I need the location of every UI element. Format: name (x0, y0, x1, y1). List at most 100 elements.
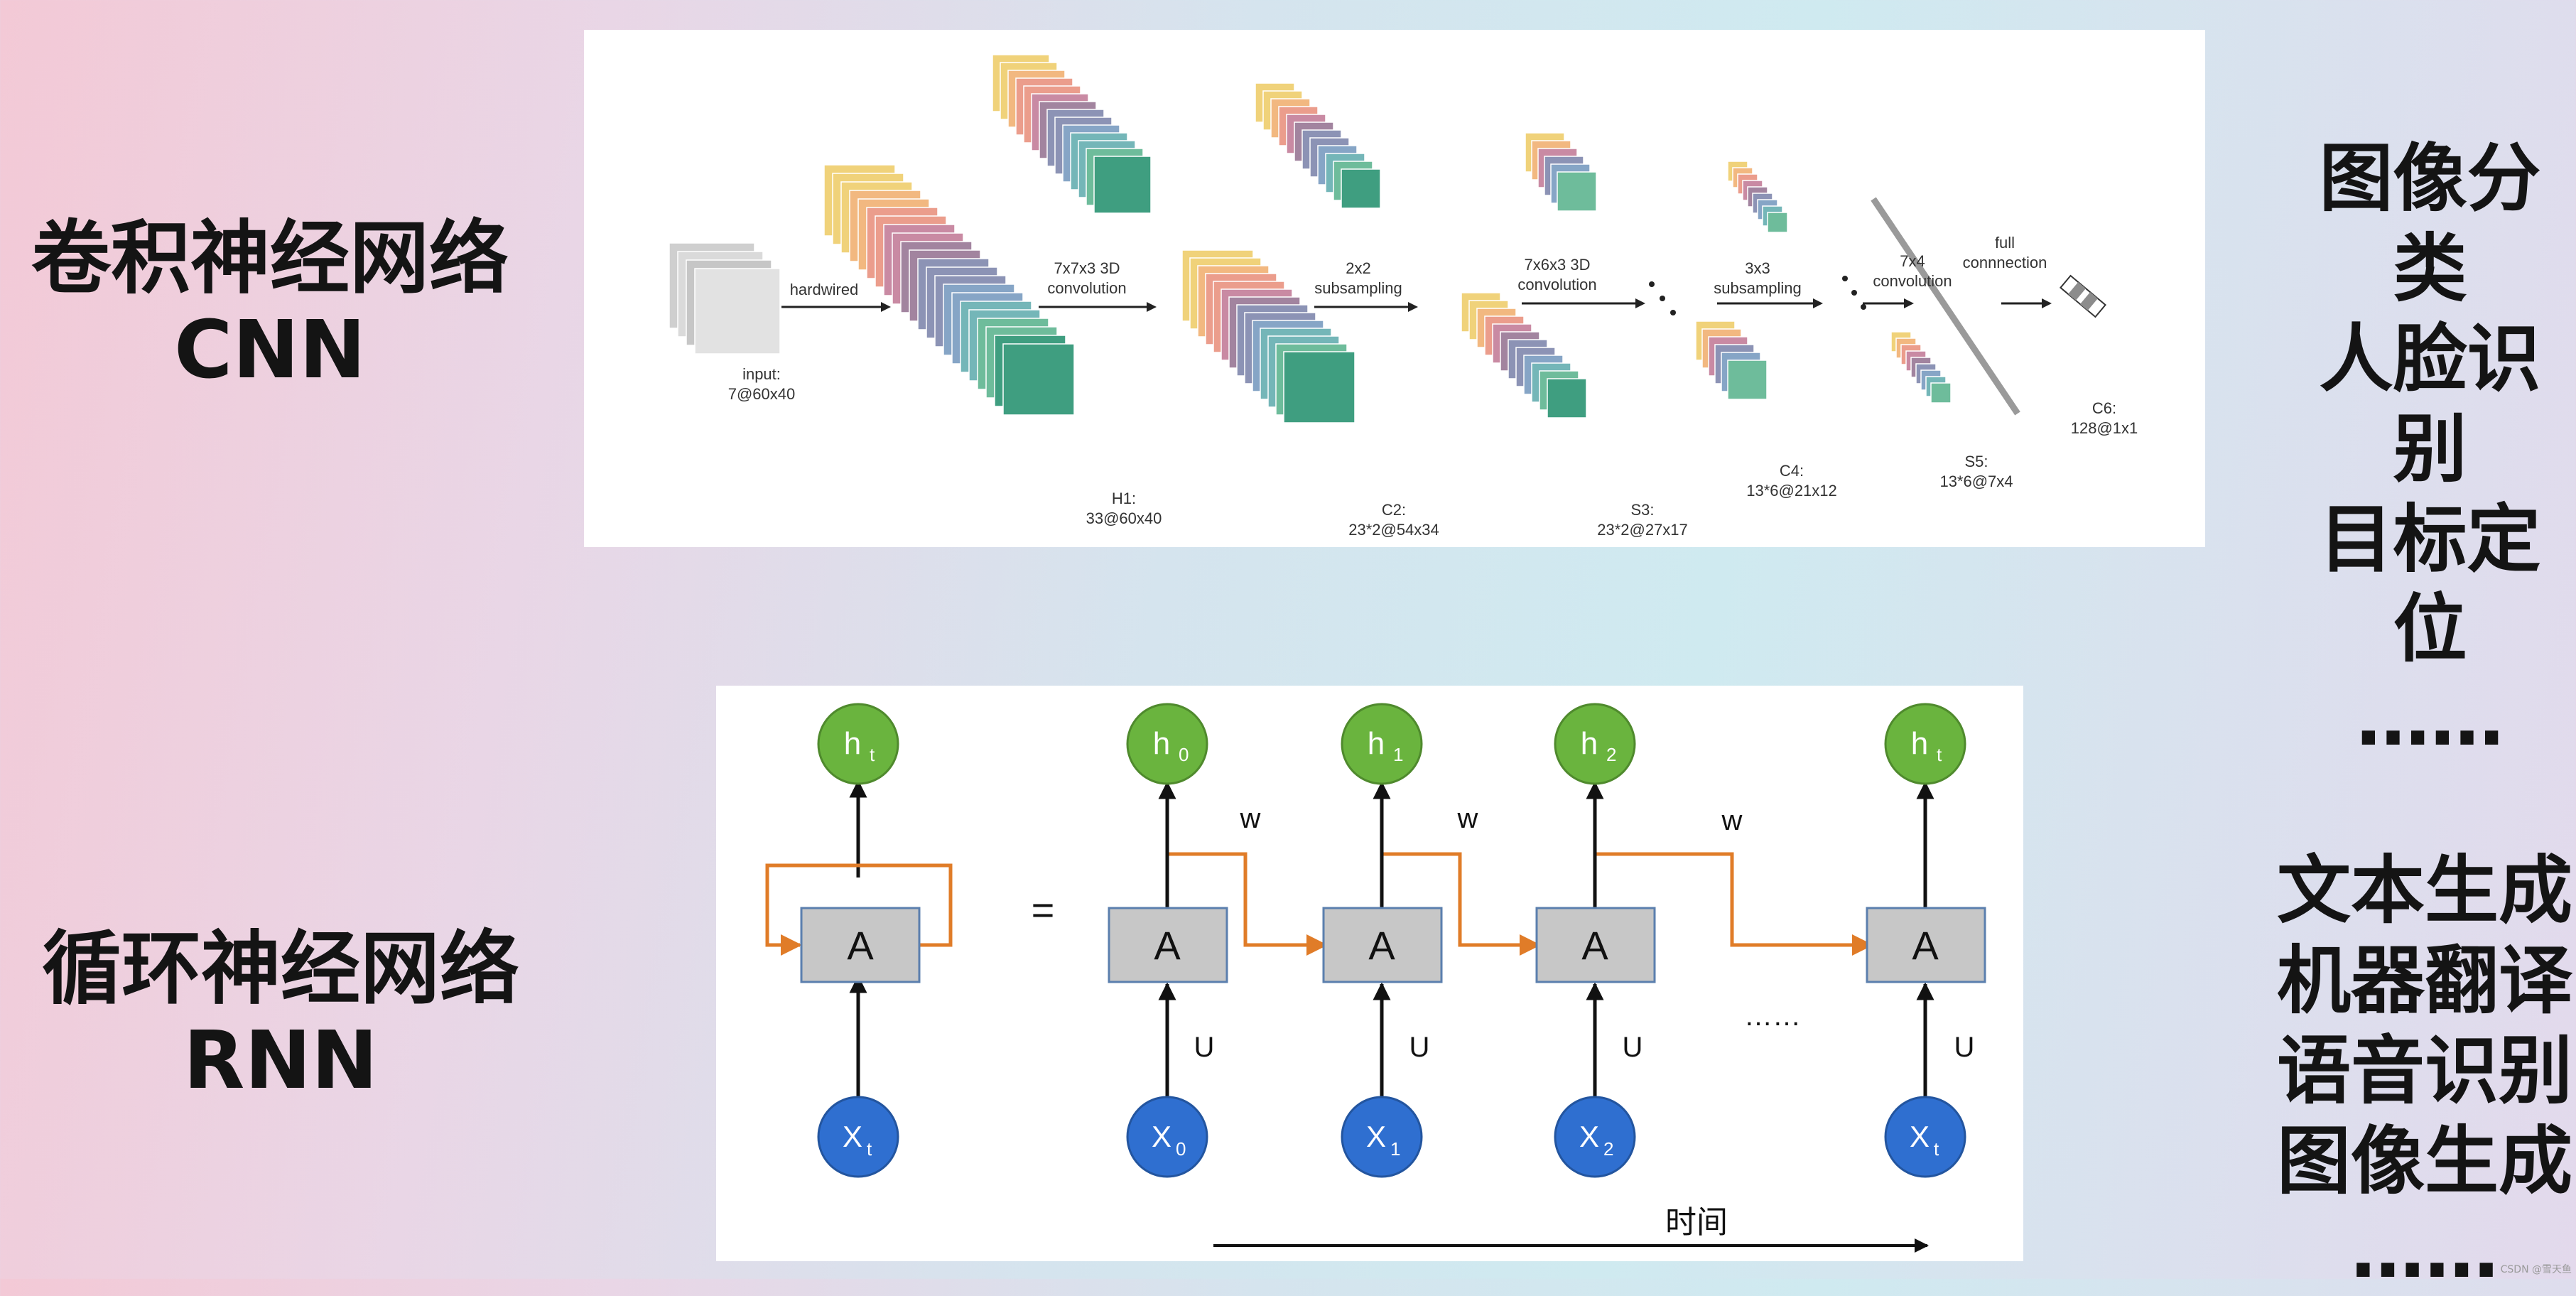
cnn-diagram-canvas: input: 7@60x40 H1: 33@60x40 C2: 23*2@54x… (584, 30, 2205, 547)
cnn-app-item: 目标定位 (2284, 495, 2576, 675)
stage-label: S5: (1964, 453, 1988, 470)
op-label: subsampling (1314, 279, 1402, 297)
rnn-input-subscript: 1 (1390, 1138, 1400, 1160)
rnn-app-item: 文本生成 (2273, 846, 2576, 936)
weight-w-label: w (1457, 803, 1478, 834)
arrowhead-icon (2042, 298, 2052, 308)
feature-stack-s5b (1891, 332, 1951, 403)
arrowhead-icon (1904, 298, 1914, 308)
stage-shape: 7@60x40 (728, 385, 796, 403)
op-label: 3x3 (1745, 259, 1770, 277)
weight-w-label: w (1721, 805, 1743, 836)
rnn-app-item: 图像生成 (2273, 1116, 2576, 1206)
stage-shape: 33@60x40 (1086, 509, 1162, 527)
cnn-app-item: …… (2284, 674, 2576, 765)
rnn-input-label: X (1910, 1120, 1930, 1153)
rnn-output-subscript: t (1937, 744, 1942, 765)
rnn-input-label: X (1152, 1120, 1171, 1153)
rnn-output-label: h (1911, 726, 1928, 761)
feature-stack-c4b (1696, 321, 1767, 399)
arrowhead-icon (1408, 302, 1418, 312)
feature-stack-input (669, 243, 780, 354)
feature-stack-c2b (1182, 250, 1355, 423)
rnn-input-label: X (1579, 1120, 1599, 1153)
rnn-output-label: h (844, 726, 861, 761)
op-label: hardwired (790, 281, 859, 298)
op-label: subsampling (1714, 279, 1802, 297)
rnn-input-subscript: t (1934, 1138, 1939, 1160)
feature-map (1931, 383, 1951, 403)
feature-stack-s3a (1255, 83, 1380, 208)
watermark: CSDN @雪天鱼 (2501, 1262, 2572, 1276)
feature-stack-h1 (824, 165, 1074, 415)
rnn-cell-label: A (1154, 923, 1181, 968)
stage-label: input: (742, 365, 781, 383)
cnn-label: 卷积神经网络 CNN (0, 213, 540, 396)
rnn-output-subscript: 2 (1606, 744, 1616, 765)
weight-u-label: U (1409, 1032, 1430, 1063)
weight-w-label: w (1240, 803, 1261, 834)
feature-stack-c4a (1525, 133, 1596, 211)
output-vector-icon (2060, 276, 2105, 317)
rnn-app-item: …… (2273, 1206, 2576, 1296)
stage-shape: 23*2@54x34 (1348, 521, 1439, 539)
op-label: connnection (1963, 254, 2047, 271)
rnn-label: 循环神经网络 RNN (0, 924, 561, 1107)
stage-shape: 13*6@21x12 (1746, 482, 1837, 500)
sequence-ellipsis: …… (1744, 1000, 1801, 1032)
feature-map (1284, 352, 1355, 423)
stage-label: C4: (1780, 462, 1804, 480)
rnn-input-label: X (843, 1120, 862, 1153)
rnn-output-subscript: 1 (1393, 744, 1403, 765)
rnn-input-subscript: 0 (1176, 1138, 1186, 1160)
rnn-output-label: h (1581, 726, 1598, 761)
rnn-app-item: 语音识别 (2273, 1026, 2576, 1116)
rnn-input-subscript: 2 (1603, 1138, 1613, 1160)
rnn-output-label: h (1153, 726, 1170, 761)
rnn-output-subscript: t (870, 744, 875, 765)
weight-u-label: U (1194, 1032, 1215, 1063)
rnn-applications: 文本生成 机器翻译 语音识别 图像生成 …… (2273, 846, 2576, 1296)
rnn-output-subscript: 0 (1179, 744, 1189, 765)
op-label: convolution (1047, 279, 1126, 297)
rnn-input-subscript: t (867, 1138, 872, 1160)
feature-map (1547, 379, 1586, 418)
rnn-cell-label: A (1368, 923, 1395, 968)
feature-stack-s5a (1728, 161, 1787, 232)
op-label: convolution (1517, 276, 1596, 293)
cnn-label-chinese: 卷积神经网络 (0, 213, 540, 305)
stage-shape: 128@1x1 (2071, 419, 2138, 437)
feature-map (1768, 212, 1787, 232)
stage-label: C2: (1382, 501, 1406, 519)
cnn-architecture-diagram: input: 7@60x40 H1: 33@60x40 C2: 23*2@54x… (584, 30, 2205, 547)
cnn-app-item: 图像分类 (2284, 134, 2576, 314)
arrowhead-icon (1813, 298, 1823, 308)
op-label: 7x7x3 3D (1054, 259, 1120, 277)
rnn-rolled-cell-group: A h t X t (767, 704, 951, 1177)
feature-map (1094, 156, 1151, 213)
op-label: full (1995, 234, 2015, 252)
op-label: 2x2 (1346, 259, 1370, 277)
feature-map (695, 269, 780, 354)
feature-stack-s3b (1461, 293, 1586, 418)
feature-stack-c2a (992, 55, 1151, 213)
rnn-label-english: RNN (0, 1015, 561, 1107)
weight-u-label: U (1623, 1032, 1643, 1063)
arrowhead-icon (1147, 302, 1157, 312)
rnn-label-chinese: 循环神经网络 (0, 924, 561, 1015)
stage-shape: 23*2@27x17 (1597, 521, 1688, 539)
cnn-feature-maps (669, 55, 1951, 423)
stage-label: C6: (2092, 399, 2116, 417)
time-axis-label: 时间 (1665, 1205, 1728, 1240)
arrowhead-icon (1635, 298, 1645, 308)
rnn-cell-label: A (1581, 923, 1608, 968)
feature-map (1728, 360, 1767, 399)
feature-map (1003, 344, 1074, 415)
recurrent-connections (1167, 854, 1871, 945)
